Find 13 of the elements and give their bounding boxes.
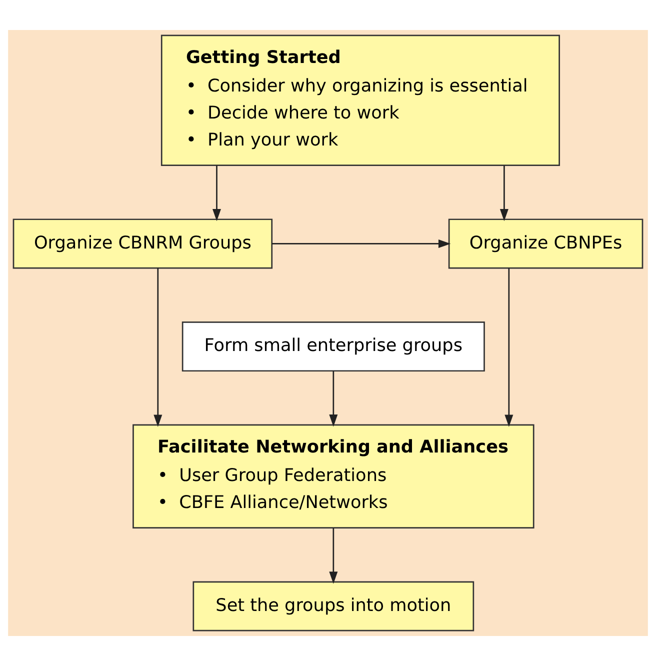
node-box: Set the groups into motion bbox=[192, 580, 474, 631]
node-box: Form small enterprise groups bbox=[182, 321, 485, 372]
arrow bbox=[500, 164, 508, 221]
arrow bbox=[272, 238, 451, 248]
arrow bbox=[329, 370, 338, 426]
node-box: Facilitate Networking and Alliances • User Group Federations • CBFE Alliance/Networks bbox=[132, 424, 534, 528]
node-box: Organize CBNRM Groups bbox=[12, 218, 273, 268]
arrow bbox=[504, 268, 514, 426]
node-box: Organize CBNPEs bbox=[448, 218, 644, 268]
arrow bbox=[154, 268, 162, 426]
arrow bbox=[329, 528, 338, 584]
node-box: Getting Started • Consider why organizing is essential • Decide where to work • Plan your work bbox=[160, 34, 560, 166]
arrow bbox=[212, 164, 221, 221]
